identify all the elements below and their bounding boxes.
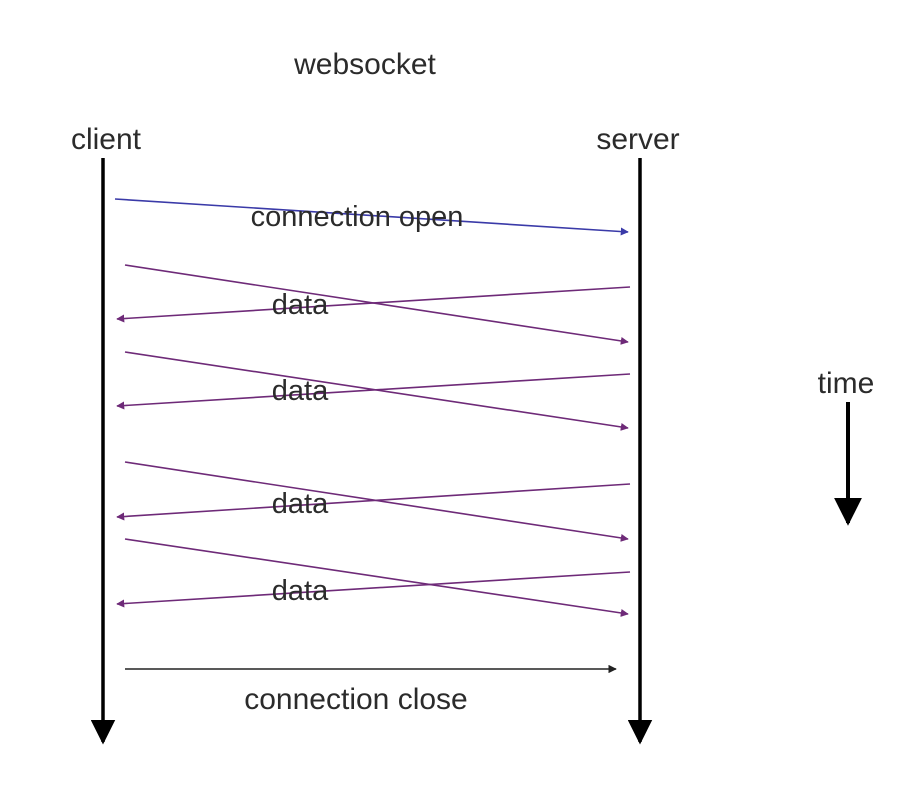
data-arrow-client-to-server: [124, 538, 629, 617]
data-arrow-server-to-client: [116, 286, 631, 323]
diagram-title: websocket: [293, 48, 436, 81]
data-label: data: [272, 375, 329, 407]
connection-open-label: connection open: [251, 201, 464, 233]
server-label: server: [596, 123, 679, 156]
data-arrow-server-to-client: [116, 373, 631, 410]
data-label: data: [272, 289, 329, 321]
data-label: data: [272, 575, 329, 607]
connection-open-arrow: [114, 198, 629, 236]
client-label: client: [71, 123, 142, 156]
data-arrow-server-to-client: [116, 483, 631, 521]
data-arrow-server-to-client: [116, 571, 631, 608]
connection-close-label: connection close: [244, 683, 467, 716]
data-label: data: [272, 488, 329, 520]
time-label: time: [818, 367, 875, 400]
